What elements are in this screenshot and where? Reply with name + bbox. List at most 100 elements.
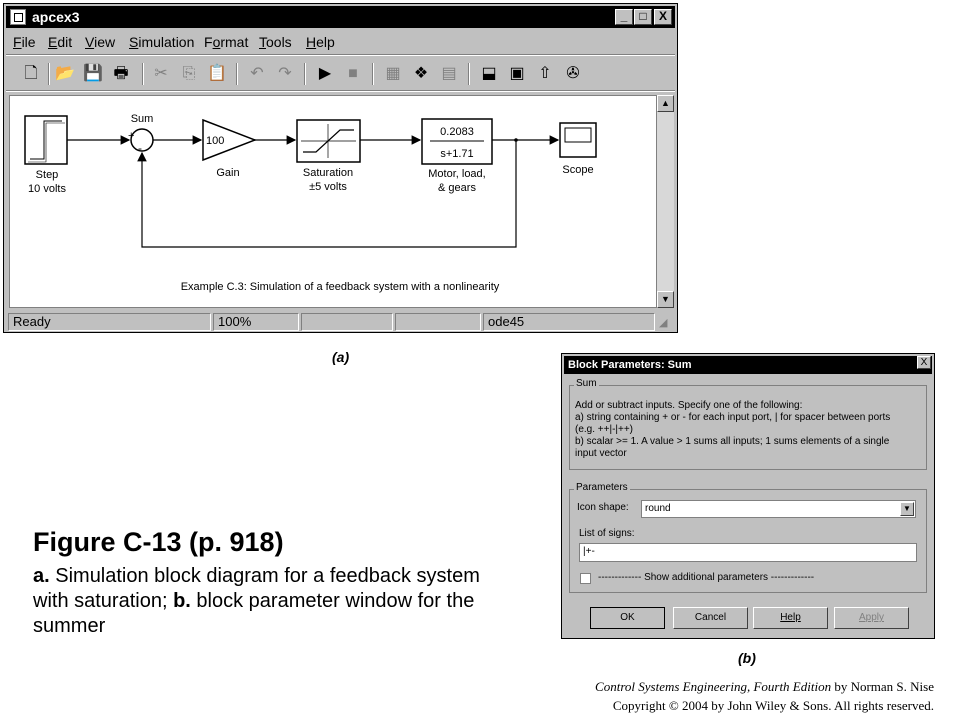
scope-label: Scope [562, 164, 594, 176]
menu-format-label: rmat [220, 34, 249, 50]
new-icon[interactable]: 🗋 [24, 65, 38, 82]
menu-file-label: ile [21, 34, 36, 50]
additional-params-label: ------------- Show additional parameters… [598, 572, 815, 583]
signs-input[interactable]: |+- [579, 543, 917, 562]
simulink-window: apcex3 _ □ X File Edit View Simulation F… [3, 3, 678, 333]
menu-format-key: o [212, 34, 221, 50]
label-a: (a) [332, 349, 350, 365]
save-icon[interactable]: 💾 [83, 65, 103, 82]
redo-icon[interactable]: ↷ [278, 65, 292, 82]
status-solver: ode45 [483, 313, 655, 331]
menu-simulation[interactable]: Simulation [129, 34, 194, 50]
menu-separator [6, 54, 675, 56]
desc-a-text: Simulation block diagram for a feedback … [33, 565, 480, 612]
toolbar-separator [468, 63, 470, 85]
print-icon[interactable]: 🖶 [113, 65, 129, 82]
menu-help[interactable]: Help [306, 34, 335, 50]
saturation-block[interactable] [296, 119, 361, 163]
status-empty-1 [301, 313, 393, 331]
status-zoom: 100% [213, 313, 299, 331]
stop-icon[interactable]: ■ [348, 65, 358, 82]
scope-block[interactable] [559, 122, 597, 158]
model-window-icon[interactable] [10, 9, 26, 25]
copy-icon[interactable]: ⎘ [182, 65, 196, 82]
transfer-function-block[interactable] [421, 118, 493, 165]
cut-icon[interactable]: ✂ [154, 65, 168, 82]
signs-value: |+- [583, 546, 595, 557]
help-button-label: Help [780, 612, 801, 623]
diagram-canvas[interactable]: + - 100 0.2083 s+1.71 [9, 95, 657, 308]
menu-bar: File Edit View Simulation Format Tools H… [6, 31, 675, 53]
step-sublabel: 10 volts [28, 183, 66, 195]
copyright: Copyright © 2004 by John Wiley & Sons. A… [612, 698, 934, 713]
menu-help-key: H [306, 34, 317, 50]
gain-label: Gain [216, 167, 240, 179]
menu-file-key: F [13, 34, 22, 50]
sum-group [569, 385, 927, 470]
menu-view-key: V [85, 34, 95, 50]
book-credit: Control Systems Engineering, Fourth Edit… [595, 677, 934, 696]
dialog-close-button[interactable]: X [917, 356, 931, 369]
maximize-button[interactable]: □ [634, 9, 652, 25]
resize-grip-icon[interactable]: ◢ [659, 317, 668, 329]
figure-title: Figure C-13 (p. 918) [33, 527, 284, 557]
scroll-down-icon[interactable]: ▼ [657, 291, 674, 308]
open-icon[interactable]: 📂 [55, 65, 75, 82]
go-to-parent-icon[interactable]: ⇧ [538, 65, 552, 82]
menu-tools[interactable]: Tools [259, 34, 292, 50]
icon-shape-select[interactable]: round ▼ [641, 500, 916, 518]
vertical-scrollbar[interactable]: ▲ ▼ [657, 95, 674, 308]
menu-tools-label: ools [266, 34, 292, 50]
sum-label: Sum [130, 113, 154, 125]
saturation-label: Saturation [302, 167, 354, 179]
menu-format[interactable]: Format [204, 34, 248, 50]
scroll-up-icon[interactable]: ▲ [657, 95, 674, 112]
description-line-4: b) scalar >= 1. A value > 1 sums all inp… [575, 436, 890, 447]
menu-help-label: elp [316, 34, 335, 50]
additional-params-checkbox[interactable] [580, 573, 591, 584]
build-icon[interactable]: ❖ [413, 65, 429, 82]
description-line-5: input vector [575, 448, 627, 459]
title-bar[interactable]: apcex3 _ □ X [6, 6, 675, 28]
signal-lines [67, 135, 560, 248]
zoom-icon[interactable]: ✇ [566, 65, 580, 82]
tf-numerator: 0.2083 [440, 126, 474, 138]
gain-block[interactable] [202, 118, 258, 162]
step-block[interactable] [24, 115, 68, 165]
status-bar: Ready 100% ode45 ◢ [6, 312, 675, 332]
icon-shape-label: Icon shape: [577, 502, 629, 513]
label-b: (b) [738, 650, 756, 666]
toolbar-separator [48, 63, 50, 85]
run-icon[interactable]: ▶ [318, 65, 332, 82]
menu-view-label: iew [94, 34, 116, 50]
update-diagram-icon[interactable]: ▤ [441, 65, 457, 82]
menu-file[interactable]: File [13, 34, 36, 50]
toolbar-separator [372, 63, 374, 85]
parameters-group [569, 489, 927, 593]
chevron-down-icon[interactable]: ▼ [900, 502, 914, 516]
menu-view[interactable]: View [85, 34, 115, 50]
help-button[interactable]: Help [753, 607, 828, 629]
status-state: Ready [8, 313, 211, 331]
dialog-title-bar[interactable]: Block Parameters: Sum [564, 356, 932, 374]
diagram-annotation: Example C.3: Simulation of a feedback sy… [180, 281, 500, 293]
desc-a-marker: a. [33, 565, 50, 587]
apply-button[interactable]: Apply [834, 607, 909, 629]
tf-sublabel: & gears [438, 182, 476, 194]
ok-button[interactable]: OK [590, 607, 665, 629]
minimize-button[interactable]: _ [615, 9, 633, 25]
undo-icon[interactable]: ↶ [250, 65, 264, 82]
debugger-icon[interactable]: ▣ [509, 65, 525, 82]
close-button[interactable]: X [654, 9, 672, 25]
menu-edit[interactable]: Edit [48, 34, 72, 50]
toolbar-separator-bottom [6, 90, 675, 92]
paste-icon[interactable]: 📋 [207, 65, 227, 82]
step-label: Step [35, 169, 59, 181]
book-title: Control Systems Engineering, Fourth Edit… [595, 679, 832, 694]
model-browser-icon[interactable]: ⬓ [481, 65, 497, 82]
branch-point [514, 138, 518, 142]
library-browser-icon[interactable]: ▦ [385, 65, 401, 82]
cancel-button[interactable]: Cancel [673, 607, 748, 629]
desc-b-text: block parameter window for the summer [33, 590, 475, 637]
menu-edit-label: dit [57, 34, 73, 50]
